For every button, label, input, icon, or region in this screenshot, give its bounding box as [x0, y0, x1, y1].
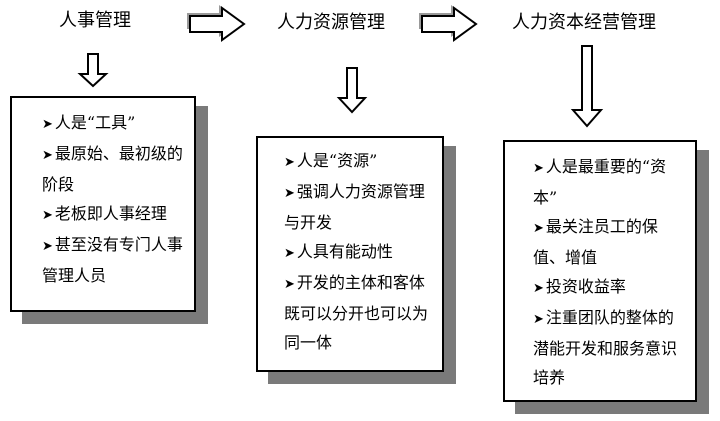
bullet-arrow-icon: ➤ — [284, 155, 295, 170]
bullet-arrow-icon: ➤ — [42, 117, 53, 132]
bullet-arrow-icon: ➤ — [533, 161, 544, 176]
bullet-arrow-icon: ➤ — [533, 312, 544, 327]
bullet-arrow-icon: ➤ — [284, 246, 295, 261]
list-item: ➤最原始、最初级的阶段 — [20, 139, 188, 199]
stage-title-hcm: 人力资本经营管理 — [512, 12, 656, 33]
list-item: ➤人是“资源” — [266, 146, 436, 177]
down-arrow-icon — [570, 45, 604, 128]
bullet-arrow-icon: ➤ — [42, 148, 53, 163]
stage-box-hcm: ➤人是最重要的“资本” ➤最关注员工的保值、增值 ➤投资收益率 ➤注重团队的整体… — [503, 140, 697, 402]
bullet-arrow-icon: ➤ — [42, 208, 53, 223]
list-item: ➤人是“工具” — [20, 108, 188, 139]
bullet-arrow-icon: ➤ — [284, 277, 295, 292]
bullet-arrow-icon: ➤ — [533, 221, 544, 236]
stage-box-hrm: ➤人是“资源” ➤强调人力资源管理与开发 ➤人具有能动性 ➤开发的主体和客体既可… — [256, 136, 444, 372]
list-item: ➤最关注员工的保值、增值 — [515, 212, 689, 272]
bullet-arrow-icon: ➤ — [284, 186, 295, 201]
list-item: ➤注重团队的整体的潜能开发和服务意识培养 — [515, 303, 689, 392]
list-item: ➤甚至没有专门人事管理人员 — [20, 230, 188, 290]
down-arrow-icon — [77, 53, 109, 88]
list-item: ➤强调人力资源管理与开发 — [266, 177, 436, 237]
list-item: ➤人是最重要的“资本” — [515, 152, 689, 212]
stage-title-hrm: 人力资源管理 — [277, 12, 385, 33]
down-arrow-icon — [336, 67, 368, 114]
list-item: ➤投资收益率 — [515, 272, 689, 303]
bullet-arrow-icon: ➤ — [42, 239, 53, 254]
bullet-arrow-icon: ➤ — [533, 281, 544, 296]
list-item: ➤开发的主体和客体既可以分开也可以为同一体 — [266, 268, 436, 357]
stage-title-hr: 人事管理 — [59, 10, 131, 31]
list-item: ➤人具有能动性 — [266, 237, 436, 268]
stage-box-hr: ➤人是“工具” ➤最原始、最初级的阶段 ➤老板即人事经理 ➤甚至没有专门人事管理… — [10, 96, 196, 312]
right-arrow-icon — [187, 5, 246, 42]
right-arrow-icon — [419, 5, 478, 42]
list-item: ➤老板即人事经理 — [20, 199, 188, 230]
